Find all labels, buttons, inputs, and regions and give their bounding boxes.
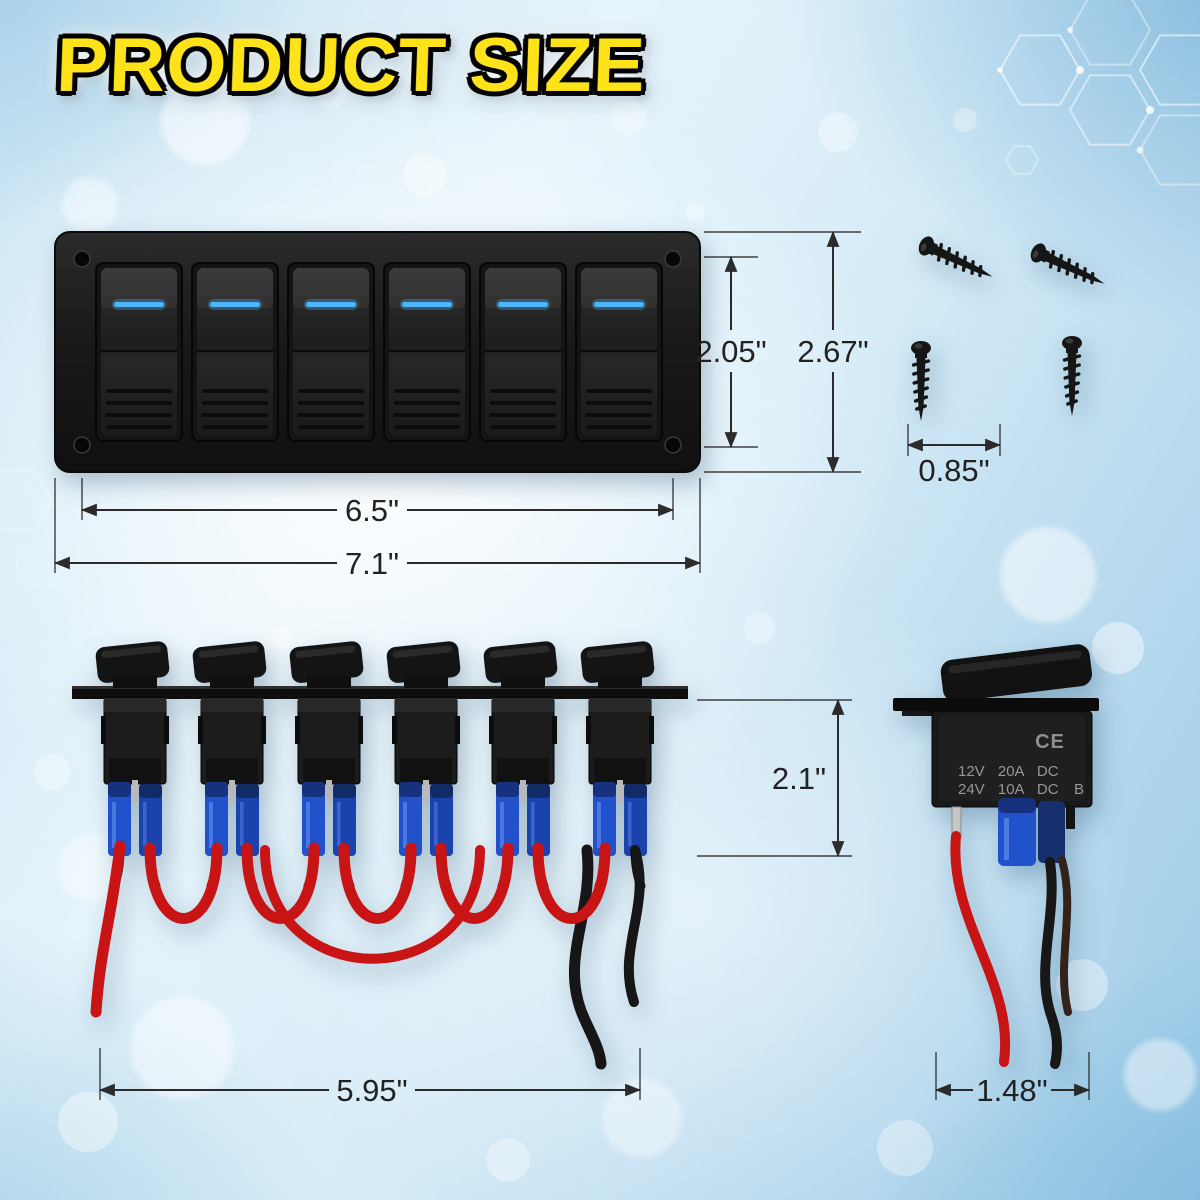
page-title: PRODUCT SIZE — [54, 23, 648, 108]
dim-panel-height: 2.67" — [797, 334, 868, 369]
rocker-switch-6 — [574, 261, 664, 443]
mounting-flange — [893, 698, 1099, 711]
panel-mounting-holes — [73, 250, 682, 454]
black-wires — [568, 844, 645, 1070]
single-switch-view: CE 12V 20A DC 24V 10A DC B — [893, 644, 1099, 1069]
single-switch-dimension: 1.48" — [934, 1052, 1091, 1108]
screw-4 — [1060, 334, 1084, 418]
rocker-switch-2 — [190, 261, 280, 443]
mounting-plate — [72, 686, 688, 699]
bokeh-decoration — [34, 75, 1196, 1182]
bottom-view — [72, 640, 688, 1070]
wired-switch-unit-5 — [483, 640, 558, 886]
black-wire — [1040, 857, 1062, 1069]
front-view — [54, 231, 701, 473]
dim-hole-spacing-width: 6.5" — [345, 493, 399, 528]
dim-body-depth: 2.1" — [772, 761, 826, 796]
rocker-switch-1 — [94, 261, 184, 443]
dim-switch-cutout-height: 2.05" — [695, 334, 766, 369]
spec-line1: 12V 20A DC — [958, 763, 1059, 780]
rocker-switch-3 — [286, 261, 376, 443]
front-view-dimensions: 2.05" 2.67" 6.5" 7.1" — [53, 230, 869, 581]
rocker-switch-5 — [478, 261, 568, 443]
rocker-switch-4 — [382, 261, 472, 443]
screw-1 — [914, 232, 999, 288]
terminal-b-label: B — [1074, 781, 1084, 798]
bottom-view-dimensions: 2.1" 5.95" — [98, 698, 852, 1108]
dark-wire — [1058, 856, 1072, 1016]
wired-switch-unit-4 — [386, 640, 461, 886]
screw-dimension: 0.85" — [906, 424, 1002, 488]
red-jumper-wires — [90, 840, 611, 1018]
dim-panel-width: 7.1" — [345, 546, 399, 581]
wired-switch-unit-2 — [192, 640, 267, 886]
screw-2 — [1026, 239, 1111, 295]
dim-single-switch-width: 1.48" — [976, 1073, 1047, 1108]
red-wire — [950, 831, 1011, 1067]
mounting-screws — [909, 232, 1111, 423]
wired-switch-unit-3 — [289, 640, 364, 886]
ce-mark: CE — [1035, 731, 1065, 753]
hex-pattern-decoration — [0, 0, 1200, 587]
dim-switch-row-width: 5.95" — [336, 1073, 407, 1108]
screw-3 — [909, 339, 933, 423]
spec-line2: 24V 10A DC — [958, 781, 1059, 798]
rocker-cap — [940, 644, 1093, 702]
dim-screw-length: 0.85" — [918, 453, 989, 488]
